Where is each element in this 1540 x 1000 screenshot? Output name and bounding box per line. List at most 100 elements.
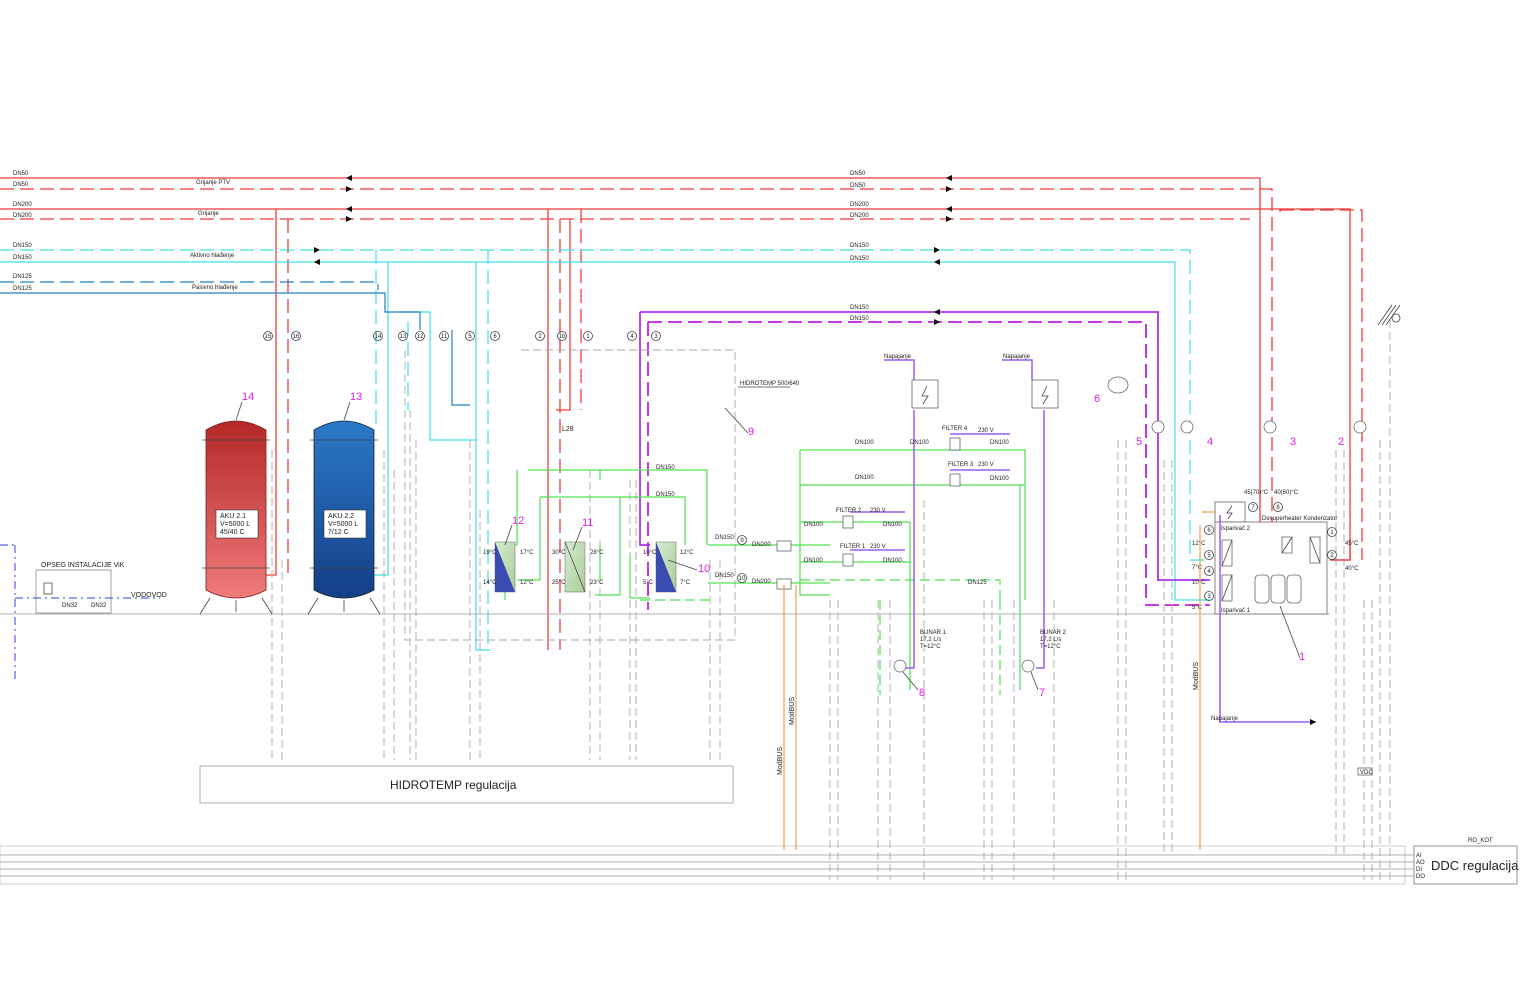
pipe-label: DN150 — [850, 243, 869, 249]
callout: 9 — [748, 426, 754, 438]
flow-arrow — [346, 175, 352, 181]
ptv-pipes: DN50 DN50 Grijanje PTV DN50 DN50 — [0, 171, 1290, 541]
filter-label: FILTER 2 — [836, 508, 862, 514]
marker: 12 — [417, 334, 424, 340]
outdoor-sensor-icon — [1377, 304, 1401, 326]
sensor-label: L28 — [562, 426, 574, 433]
glycol-pipes: DN150 DN150 — [639, 305, 1210, 610]
temp-label: 45°C — [1345, 541, 1359, 547]
power-label: Napajanje — [1211, 716, 1239, 722]
flow-arrow — [346, 206, 352, 212]
flow-meter-icon — [776, 540, 792, 552]
pipe-label: DN200 — [13, 213, 32, 219]
pipe-label: DN100 — [990, 476, 1009, 482]
pipe-name-ptv: Grijanje PTV — [196, 180, 230, 186]
flow-arrow — [346, 186, 352, 192]
voltage-label: 230 V — [870, 508, 886, 514]
filter-icon — [842, 515, 854, 529]
pipe-label: DN200 — [752, 579, 771, 585]
pipe-label: DN150 — [850, 305, 869, 311]
vik-title: OPSEG INSTALACIJE ViK — [41, 562, 125, 569]
dn-label: DN32 — [91, 603, 107, 609]
flow-arrow — [934, 319, 940, 325]
filter-label: FILTER 4 — [942, 426, 968, 432]
callout: 10 — [698, 563, 710, 575]
passive-cooling-pipes: DN125 DN125 Pasivno hlađenje — [0, 274, 470, 406]
pipe-label: DN50 — [850, 171, 866, 177]
tank-temps: 7/12 C — [328, 529, 349, 536]
marker: 6 — [1207, 528, 1211, 534]
pipe-label: DN100 — [855, 475, 874, 481]
modbus-label: ModBUS — [789, 697, 796, 725]
voltage-label: 230 V — [978, 428, 994, 434]
ddc-input: DI — [1416, 867, 1422, 873]
pipe-name-active-cooling: Aktivno hlađenje — [190, 253, 235, 259]
water-meter-icon — [43, 582, 53, 595]
marker: 16 — [293, 334, 300, 340]
expansion-vessel-icon — [1107, 376, 1129, 394]
ddc-ref: RO_KOT — [1468, 838, 1493, 844]
heat-exchanger-12: 19°C 14°C 17°C 12°C 12 — [483, 515, 534, 593]
temp-label: 40(60)°C — [1274, 490, 1299, 496]
pipe-label: DN100 — [910, 440, 929, 446]
voltage-label: 230 V — [870, 544, 886, 550]
pipe-label: DN150 — [850, 316, 869, 322]
ddc-regulation[interactable]: RO_KOT AI AO DI DO DDC regulacija — [1413, 838, 1519, 885]
flow-arrow — [946, 186, 952, 192]
modbus-label: ModBUS — [1193, 662, 1200, 690]
compressor-icon — [1254, 574, 1270, 604]
temp-label: 12°C — [520, 580, 534, 586]
filter-label: FILTER 1 — [840, 544, 866, 550]
callout: 2 — [1338, 436, 1344, 448]
ddc-input: AI — [1416, 853, 1422, 859]
temp-label: 5°C — [643, 580, 654, 586]
ddc-bus — [0, 845, 1414, 885]
marker: 3 — [654, 334, 658, 340]
callout: 6 — [1094, 393, 1100, 405]
temp-label: 17°C — [520, 550, 534, 556]
pipe-name-passive-cooling: Pasivno hlađenje — [192, 285, 238, 291]
pipe-label: DN125 — [13, 274, 32, 280]
circled-markers: 15 16 14 13 12 11 5 6 2 1b 1 4 3 — [263, 331, 661, 341]
pipe-label: DN200 — [13, 202, 32, 208]
control-lines — [0, 320, 1391, 880]
heat-exchanger-10: 10°C 5°C 12°C 7°C 10 — [643, 541, 710, 593]
tank-name: AKU 2.2 — [328, 513, 354, 520]
pipe-label: DN200 — [850, 202, 869, 208]
marker: 5 — [468, 334, 472, 340]
pump-icon — [1263, 420, 1277, 434]
temp-label: 30°C — [552, 550, 566, 556]
flow-arrow — [946, 175, 952, 181]
temp-label: 23°C — [590, 580, 604, 586]
callout: 12 — [512, 515, 524, 527]
pipe-label: DN150 — [656, 465, 675, 471]
pipe-label: DN100 — [804, 558, 823, 564]
filter-icon — [949, 473, 961, 487]
marker: 10 — [739, 576, 746, 582]
pipe-label: DN50 — [13, 182, 29, 188]
pipe-label: DN100 — [990, 440, 1009, 446]
flow-arrow — [314, 259, 320, 265]
pipe-label: DN100 — [883, 522, 902, 528]
ddc-title: DDC regulacija — [1431, 858, 1519, 873]
callout: 11 — [582, 517, 593, 529]
callout: 13 — [350, 391, 362, 403]
marker: 1 — [586, 334, 590, 340]
bunar-flow: 17,2 L/s — [1040, 637, 1061, 643]
marker: 9 — [740, 538, 744, 544]
temp-label: 7°C — [1192, 565, 1203, 571]
pipe-label: DN200 — [850, 213, 869, 219]
compressor-icon — [1270, 574, 1286, 604]
pipe-label: DN150 — [715, 535, 734, 541]
condenser-label: Desuperheater Kondenzator — [1262, 516, 1337, 522]
bunar-temp: T=12°C — [1040, 644, 1061, 650]
tank-aku-2-2: AKU 2.2 V=5000 L 7/12 C 13 — [307, 391, 381, 615]
pipe-label: DN150 — [656, 492, 675, 498]
temp-label: 10°C — [1192, 580, 1206, 586]
pipe-label: DN150 — [13, 255, 32, 261]
bunar-name: BUNAR 2 — [1040, 630, 1067, 636]
pump-icon — [1353, 420, 1367, 434]
tank-volume: V=5000 L — [220, 521, 250, 528]
flow-arrow — [934, 259, 940, 265]
